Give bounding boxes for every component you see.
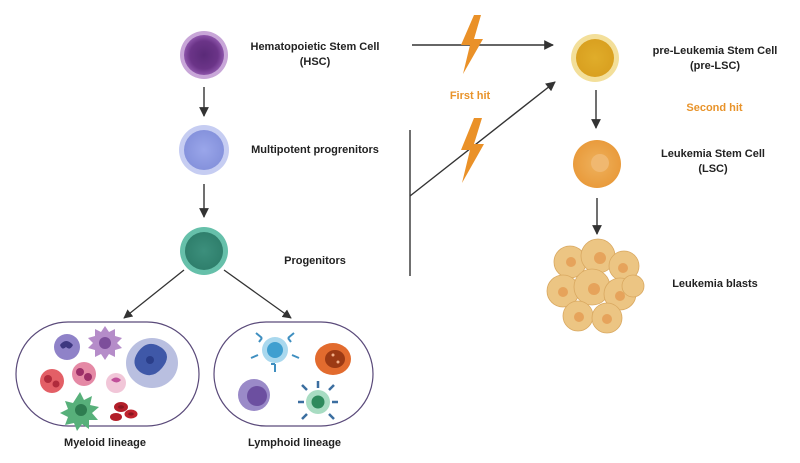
hsc-label-name: Hematopoietic Stem Cell <box>250 41 380 53</box>
arrow-progenitors-to-pre-lsc <box>409 81 556 197</box>
lsc-label: Leukemia Stem Cell (LSC) <box>648 147 778 177</box>
lymphoid-lineage-container <box>213 321 374 427</box>
lsc-label-name: Leukemia Stem Cell <box>661 148 765 160</box>
pre-lsc-label-abbr: (pre-LSC) <box>689 60 741 72</box>
lightning-bolt-icon <box>461 15 483 74</box>
b-cell <box>250 332 300 372</box>
megakaryocyte-cell <box>126 338 178 388</box>
mast-cell <box>106 373 126 393</box>
multipotent-progenitor-cell <box>179 125 229 175</box>
pre-lsc-label-name: pre-Leukemia Stem Cell <box>652 45 778 57</box>
lsc-cell <box>573 140 621 188</box>
myeloid-lineage-label: Myeloid lineage <box>64 437 146 449</box>
pre-lsc-label: pre-Leukemia Stem Cell (pre-LSC) <box>645 44 785 74</box>
lymphocyte-cell <box>238 379 270 411</box>
lymphoid-lineage-label: Lymphoid lineage <box>247 437 342 449</box>
progenitor-cell <box>180 227 228 275</box>
mpp-label: Multipotent progrenitors <box>251 144 379 156</box>
first-hit-label: First hit <box>449 90 491 102</box>
basophil-cell <box>88 326 122 360</box>
lsc-label-abbr: (LSC) <box>698 163 728 175</box>
nk-cell <box>315 343 351 375</box>
eosinophil-cell <box>72 362 96 386</box>
t-cell <box>298 381 338 420</box>
arrow-to-lymphoid <box>223 269 292 319</box>
myeloid-lineage-container <box>15 321 200 431</box>
monocyte-cell <box>54 334 80 360</box>
lightning-bolt-icon <box>461 118 484 183</box>
arrow-to-myeloid <box>123 269 185 319</box>
hsc-label: Hematopoietic Stem Cell (HSC) <box>245 40 385 70</box>
second-hit-label: Second hit <box>686 102 743 114</box>
leukemia-blasts-label: Leukemia blasts <box>672 278 758 290</box>
hsc-label-abbr: (HSC) <box>299 56 331 68</box>
neutrophil-cell <box>40 369 64 393</box>
hsc-cell <box>180 31 228 79</box>
pre-lsc-cell <box>571 34 619 82</box>
leukemia-blasts-cluster <box>546 238 645 334</box>
dendritic-cell <box>60 392 99 431</box>
progenitors-label: Progenitors <box>284 255 346 267</box>
erythrocytes <box>110 402 138 421</box>
